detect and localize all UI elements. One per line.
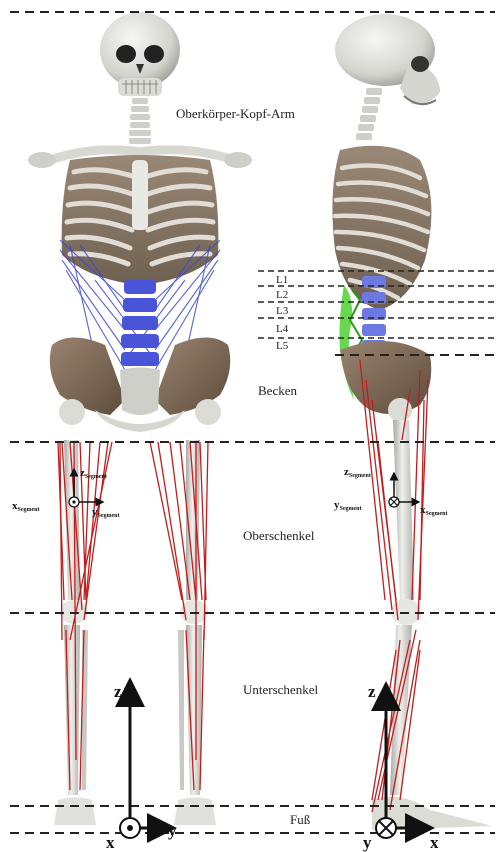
right-shoulder xyxy=(224,152,252,168)
svg-text:xSegment: xSegment xyxy=(420,504,448,517)
label-upper-body: Oberkörper-Kopf-Arm xyxy=(176,106,295,121)
global-front-x: x xyxy=(106,833,115,852)
front-view-skeleton xyxy=(28,12,252,825)
svg-text:ySegment: ySegment xyxy=(334,499,362,512)
label-shank: Unterschenkel xyxy=(243,682,318,697)
skull-front xyxy=(100,12,180,96)
pelvis-side xyxy=(340,341,431,422)
global-side-x: x xyxy=(430,833,439,852)
label-L4: L4 xyxy=(276,323,289,335)
segment-axes-side: zSegment ySegment xSegment xyxy=(334,466,448,517)
lumbar-spine-front xyxy=(121,280,159,366)
label-L3: L3 xyxy=(276,305,289,317)
cervical-spine-side xyxy=(356,88,382,140)
leg-right-front xyxy=(174,440,216,825)
svg-text:zSegment: zSegment xyxy=(344,466,371,479)
svg-text:xSegment: xSegment xyxy=(12,500,40,513)
global-axes-front: z x y xyxy=(106,682,177,852)
leg-side xyxy=(372,420,492,830)
left-shoulder xyxy=(28,152,56,168)
label-pelvis: Becken xyxy=(258,383,297,398)
label-L1: L1 xyxy=(276,274,288,286)
skull-side xyxy=(335,14,440,104)
side-view-skeleton xyxy=(332,14,492,830)
label-L5: L5 xyxy=(276,340,289,352)
global-front-z: z xyxy=(114,682,122,701)
lumbar-spine-side xyxy=(362,276,386,352)
label-thigh: Oberschenkel xyxy=(243,528,315,543)
global-side-y: y xyxy=(363,833,372,852)
rib-cage-front xyxy=(62,155,219,285)
svg-text:ySegment: ySegment xyxy=(92,506,120,519)
global-side-z: z xyxy=(368,682,376,701)
pelvis-front xyxy=(50,338,230,433)
label-L2: L2 xyxy=(276,289,288,301)
svg-text:zSegment: zSegment xyxy=(80,467,107,480)
label-foot: Fuß xyxy=(290,812,311,827)
global-front-y: y xyxy=(168,821,177,840)
cervical-spine-front xyxy=(129,98,151,144)
